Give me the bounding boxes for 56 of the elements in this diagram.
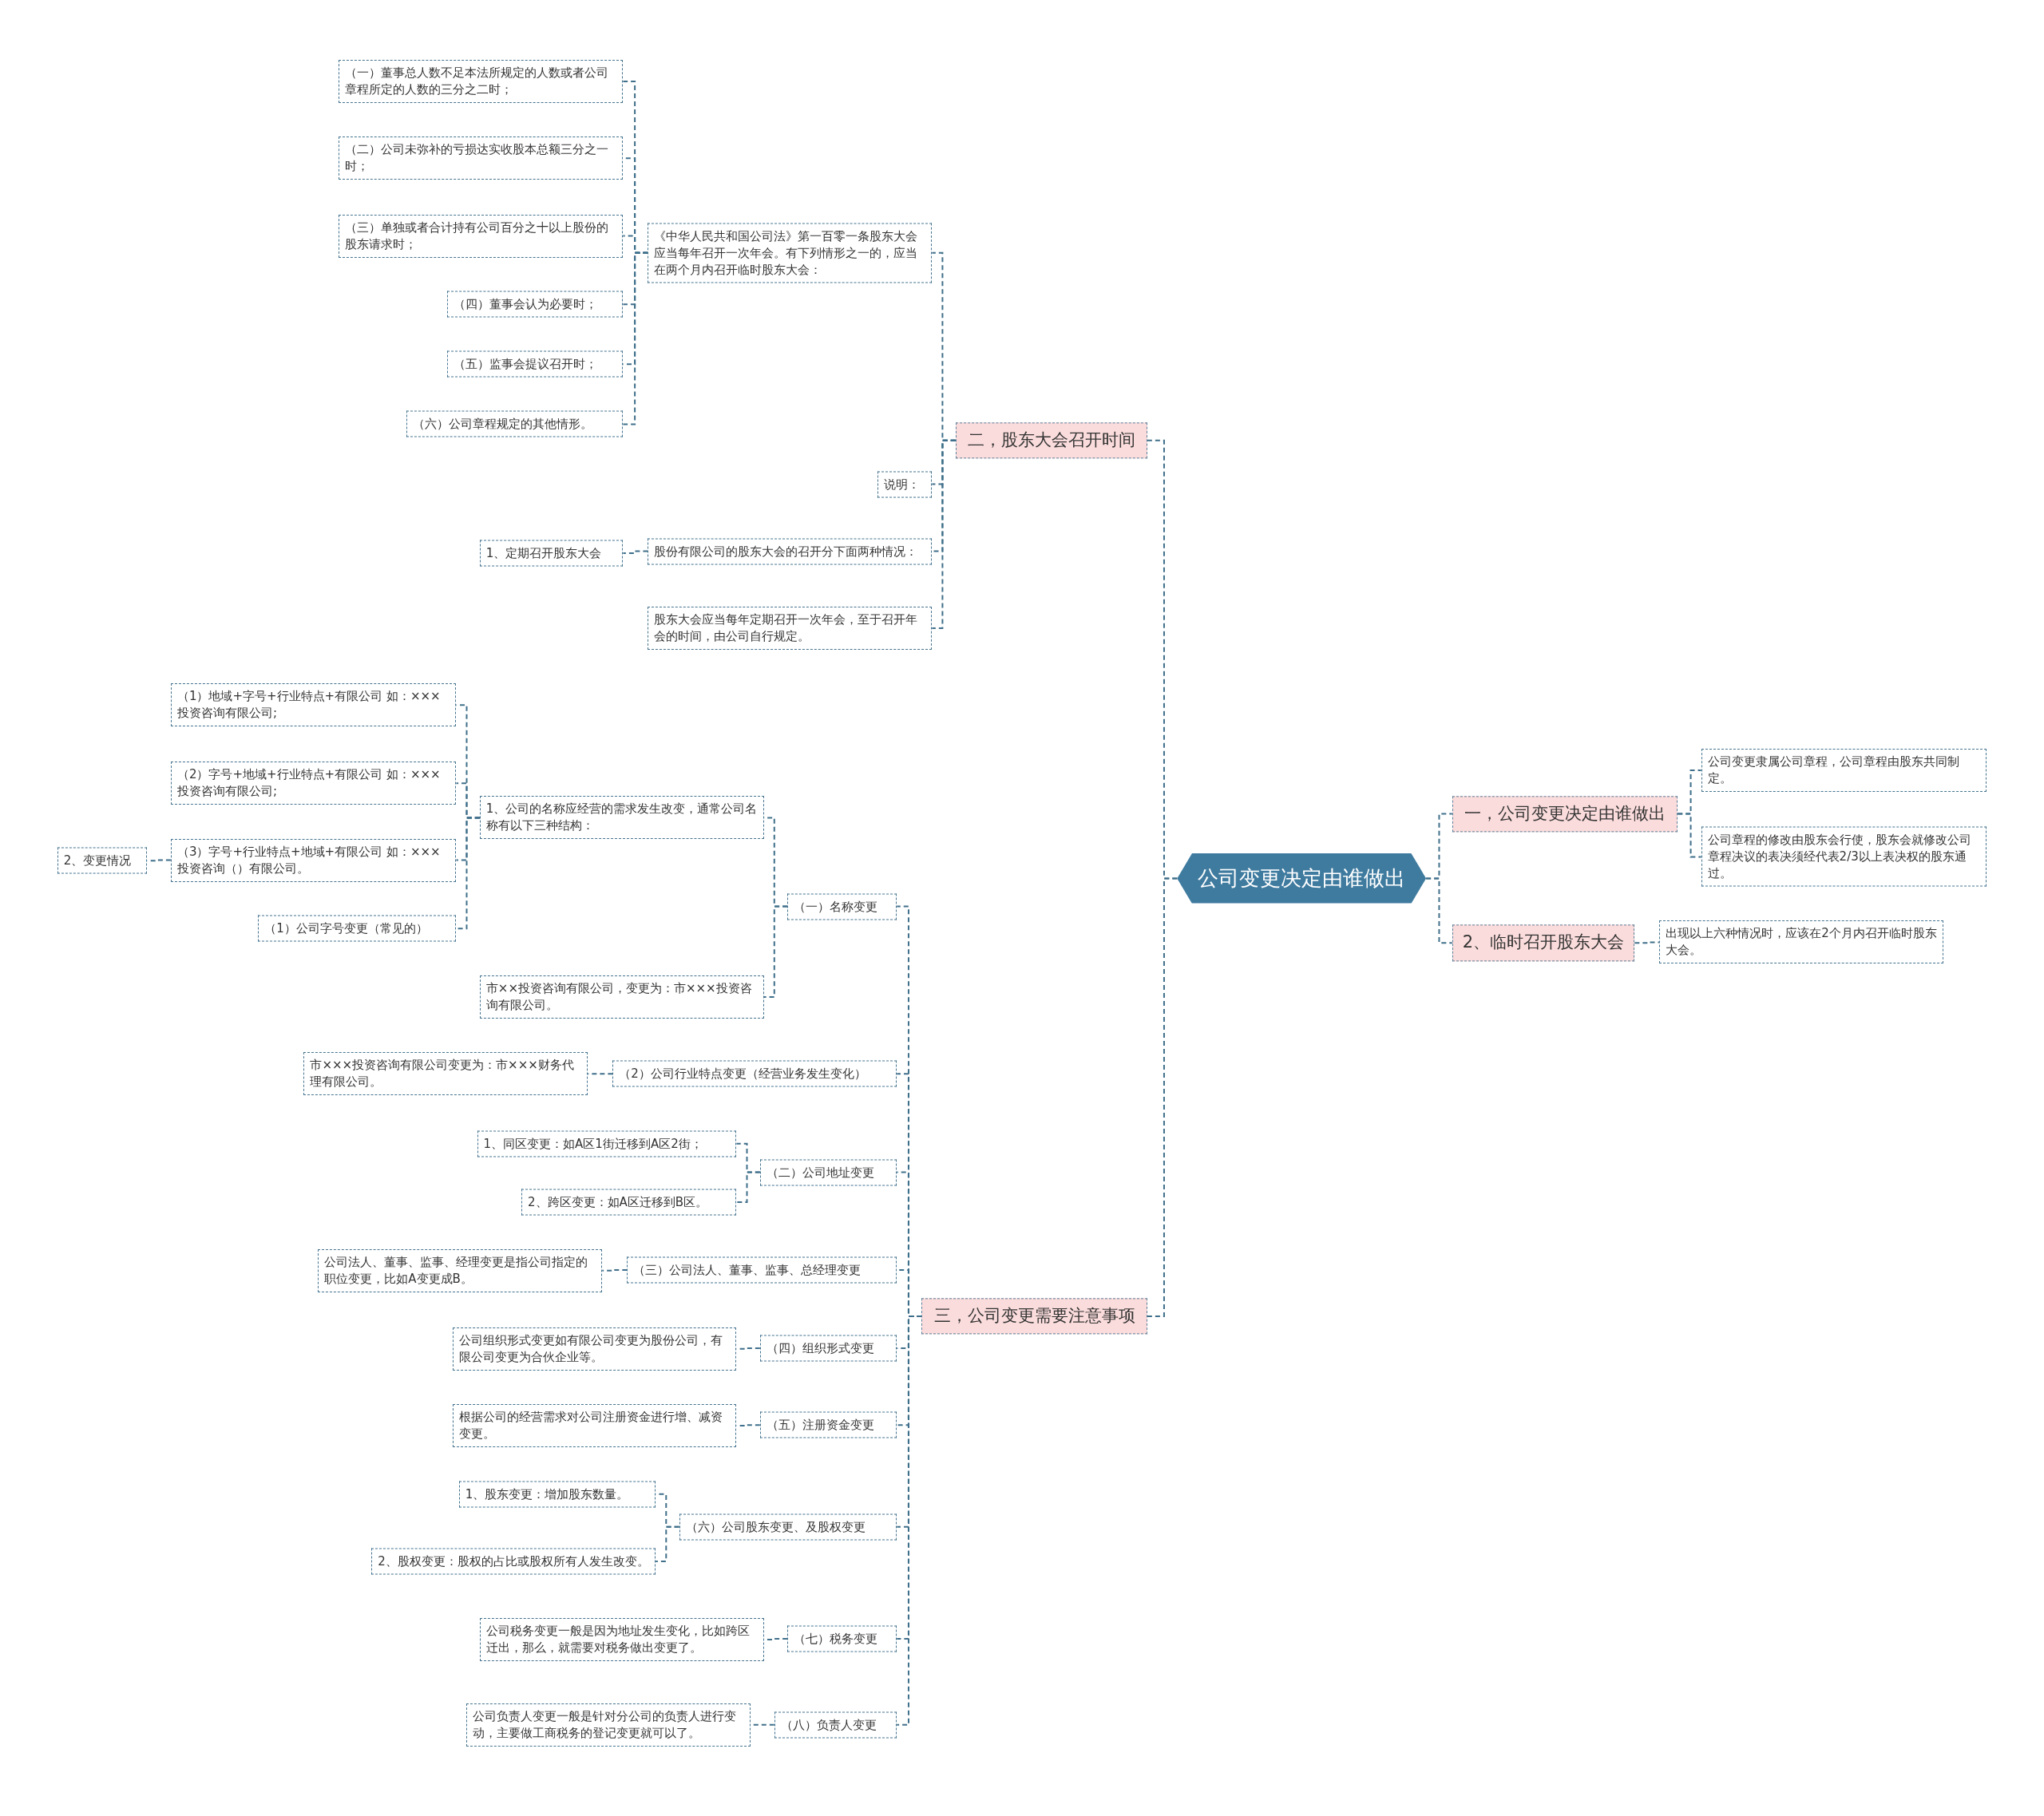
topic-box: （1）地域+字号+行业特点+有限公司 如：×××投资咨询有限公司; <box>170 683 457 727</box>
connector-line <box>622 550 649 555</box>
topic-box: （二）公司未弥补的亏损达实收股本总额三分之一时； <box>339 136 624 180</box>
connector-line <box>735 1171 761 1204</box>
topic-box: 市×××投资咨询有限公司变更为：市×××财务代理有限公司。 <box>303 1052 588 1096</box>
topic-box: 股份有限公司的股东大会的召开分下面两种情况： <box>648 538 933 565</box>
topic-box: 公司章程的修改由股东会行使，股东会就修改公司章程决议的表决须经代表2/3以上表决权的股东通过。 <box>1701 826 1987 887</box>
topic-box: 公司组织形式变更如有限公司变更为股份公司，有限公司变更为合伙企业等。 <box>452 1327 737 1371</box>
topic-box: 《中华人民共和国公司法》第一百零一条股东大会应当每年召开一次年会。有下列情形之一的，应当在两个月内召开临时股东大会： <box>648 223 933 283</box>
topic-box: 根据公司的经营需求对公司注册资金进行增、减资变更。 <box>452 1404 737 1448</box>
connector-line <box>763 905 789 998</box>
topic-box: 公司负责人变更一般是针对分公司的负责人进行变动，主要做工商税务的登记变更就可以了。 <box>466 1703 751 1747</box>
topic-box: 1、公司的名称应经营的需求发生改变，通常公司名称有以下三种结构： <box>479 796 764 840</box>
topic-box: 市××投资咨询有限公司，变更为：市×××投资咨询有限公司。 <box>479 975 764 1019</box>
topic-box: （一）名称变更 <box>787 893 897 920</box>
topic-box: （2）公司行业特点变更（经营业务发生变化） <box>612 1060 897 1087</box>
branch-topic: 二，股东大会召开时间 <box>955 422 1147 459</box>
topic-box: 公司税务变更一般是因为地址发生变化，比如跨区迁出，那么，就需要对税务做出变更了。 <box>479 1617 764 1661</box>
topic-box: 股东大会应当每年定期召开一次年会，至于召开年会的时间，由公司自行规定。 <box>648 606 933 650</box>
connector-line <box>1634 941 1661 944</box>
topic-box: （一）董事总人数不足本法所规定的人数或者公司章程所定的人数的三分之二时； <box>339 60 624 104</box>
branch-topic: 一，公司变更决定由谁做出 <box>1452 795 1678 833</box>
connector-line <box>601 1269 628 1272</box>
topic-box: （六）公司章程规定的其他情形。 <box>406 410 624 437</box>
topic-box: 1、同区变更：如A区1街迁移到A区2街； <box>477 1130 737 1157</box>
topic-box: （1）公司字号变更（常见的） <box>258 915 457 942</box>
topic-box: 1、股东变更：增加股东数量。 <box>458 1481 656 1508</box>
topic-box: （2）字号+地域+行业特点+有限公司 如：×××投资咨询有限公司; <box>170 762 457 805</box>
topic-box: 公司变更隶属公司章程，公司章程由股东共同制定。 <box>1701 748 1987 792</box>
branch-topic: 三，公司变更需要注意事项 <box>921 1298 1147 1335</box>
connector-line <box>622 251 649 425</box>
topic-box: （四）董事会认为必要时； <box>447 291 624 318</box>
topic-box: （3）字号+行业特点+地域+有限公司 如：×××投资咨询（）有限公司。 <box>170 838 457 882</box>
topic-box: （六）公司股东变更、及股权变更 <box>679 1513 897 1541</box>
topic-box: 1、定期召开股东大会 <box>479 540 624 567</box>
central-topic: 公司变更决定由谁做出 <box>1177 853 1427 904</box>
topic-box: （三）单独或者合计持有公司百分之十以上股份的股东请求时； <box>339 214 624 258</box>
connector-line <box>1425 877 1453 944</box>
connector-line <box>587 1073 614 1075</box>
topic-box: 说明： <box>877 471 933 497</box>
topic-box: （三）公司法人、董事、监事、总经理变更 <box>627 1256 897 1284</box>
topic-box: 出现以上六种情况时，应该在2个月内召开临时股东大会。 <box>1659 920 1944 964</box>
topic-box: （八）负责人变更 <box>774 1711 897 1739</box>
topic-box: （五）监事会提议召开时； <box>447 350 624 378</box>
topic-box: 2、股权变更：股权的占比或股权所有人发生改变。 <box>371 1548 656 1575</box>
branch-topic: 2、临时召开股东大会 <box>1452 924 1635 961</box>
topic-box: （五）注册资金变更 <box>759 1411 897 1438</box>
topic-box: 公司法人、董事、监事、经理变更是指公司指定的职位变更，比如A变更成B。 <box>318 1248 603 1292</box>
topic-box: 2、变更情况 <box>57 847 148 874</box>
topic-box: （四）组织形式变更 <box>759 1335 897 1362</box>
connector-line <box>1146 877 1178 1317</box>
topic-box: （七）税务变更 <box>787 1625 897 1652</box>
topic-box: 2、跨区变更：如A区迁移到B区。 <box>521 1189 737 1216</box>
topic-box: （二）公司地址变更 <box>759 1159 897 1186</box>
connector-line <box>1677 813 1702 858</box>
connector-line <box>931 439 957 629</box>
